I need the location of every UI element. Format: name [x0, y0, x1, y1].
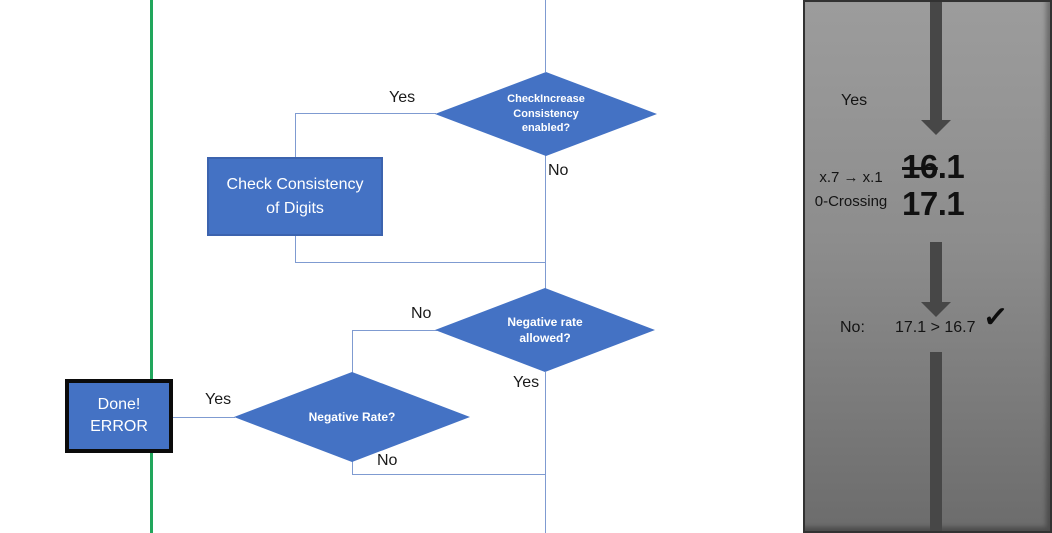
- connector-d3-no-horizontal: [352, 474, 546, 475]
- checkmark-icon: ✓: [981, 300, 1010, 335]
- edge-label-d2-no: No: [411, 305, 432, 322]
- edge-label-d3-no: No: [377, 452, 398, 469]
- result-comparison: 17.1 > 16.7: [895, 319, 976, 336]
- connector-bottom-vertical: [545, 372, 546, 533]
- done-label-line1: Done!: [97, 395, 141, 413]
- connector-d3-no-vertical: [352, 461, 353, 475]
- transition-note: x.7 → x.1 0-Crossing: [805, 166, 897, 214]
- transition-note-line1: x.7 → x.1: [819, 169, 883, 186]
- result-no-label: No:: [840, 319, 865, 336]
- panel-yes-label: Yes: [841, 92, 868, 109]
- down-arrow-icon: [930, 242, 942, 302]
- done-label-line2: ERROR: [90, 418, 148, 435]
- edge-label-d1-no: No: [548, 162, 569, 179]
- connector-d2-no-horizontal: [352, 330, 437, 331]
- decision-checkincrease-consistency-label: CheckIncrease Consistency enabled?: [507, 92, 585, 135]
- connector-d2-no-vertical: [352, 330, 353, 373]
- connector-d1-yes-vertical: [295, 113, 296, 157]
- process-label-line1: Check Consistency: [226, 176, 364, 194]
- old-value: 16.1: [902, 148, 965, 185]
- connector-d3-yes-horizontal: [173, 417, 235, 418]
- connector-rect-out-vertical: [295, 236, 296, 263]
- green-divider-line: [150, 0, 153, 533]
- terminal-done-error: Done! ERROR: [65, 379, 173, 453]
- connector-rect-out-horizontal: [295, 262, 546, 263]
- new-value: 17.1: [902, 185, 965, 222]
- process-label-line2: of Digits: [266, 199, 324, 217]
- down-arrow-head-icon: [921, 120, 951, 135]
- edge-label-d1-yes: Yes: [389, 89, 416, 106]
- edge-label-d2-yes: Yes: [513, 374, 540, 391]
- down-arrow-head-icon: [921, 302, 951, 317]
- down-arrow-icon: [930, 352, 942, 531]
- annotation-panel: Yes x.7 → x.1 0-Crossing 16.1 17.1 No: 1…: [803, 0, 1052, 533]
- down-arrow-icon: [930, 2, 942, 120]
- process-check-consistency-of-digits: Check Consistency of Digits: [207, 157, 383, 236]
- connector-top-vertical: [545, 0, 546, 72]
- decision-negative-rate: Negative Rate?: [234, 372, 470, 462]
- decision-checkincrease-consistency: CheckIncrease Consistency enabled?: [435, 72, 657, 156]
- decision-negative-rate-allowed: Negative rate allowed?: [435, 288, 655, 372]
- edge-label-d3-yes: Yes: [205, 391, 232, 408]
- decision-negative-rate-label: Negative Rate?: [308, 409, 396, 424]
- transition-note-line2: 0-Crossing: [814, 193, 888, 210]
- value-comparison: 16.1 17.1: [902, 148, 965, 222]
- decision-negative-rate-allowed-label: Negative rate allowed?: [507, 314, 583, 345]
- connector-d1-yes-horizontal: [295, 113, 436, 114]
- connector-d1-no-vertical: [545, 155, 546, 289]
